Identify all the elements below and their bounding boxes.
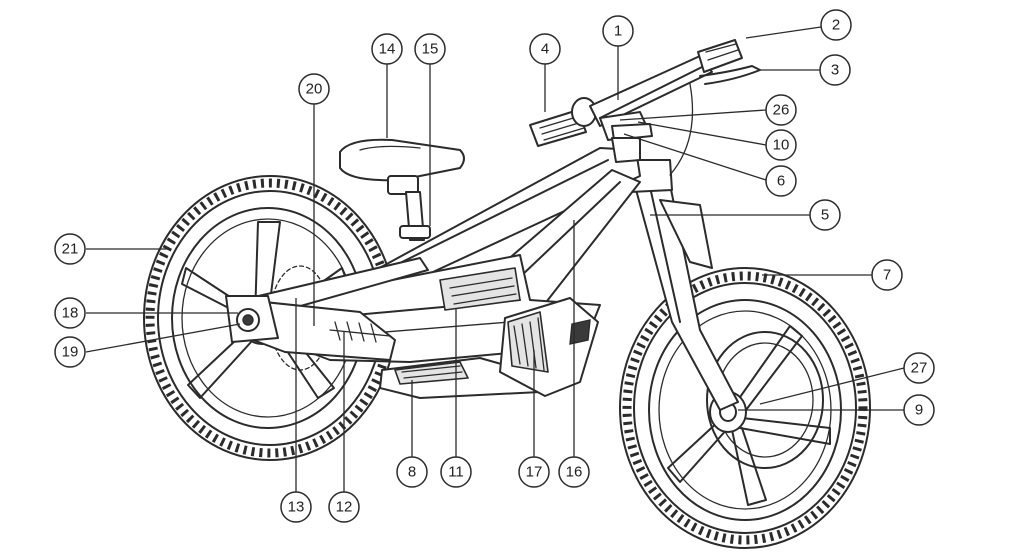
callout-label-6: 6 [777,173,785,190]
callout-5: 5 [809,199,841,231]
leader-lines [85,26,905,492]
leader-26 [619,109,767,121]
callout-label-13: 13 [288,499,305,516]
callout-27: 27 [903,352,935,384]
callout-21: 21 [54,233,86,265]
leader-27 [759,367,905,405]
callout-label-5: 5 [821,207,829,224]
callouts: 1 2 3 4 5 6 7 8 [54,9,935,523]
seat-assembly [339,138,465,241]
callout-label-11: 11 [448,464,464,481]
callout-label-3: 3 [831,62,839,79]
leader-6 [623,133,767,181]
callout-12: 12 [328,491,360,523]
handlebar-assembly [529,39,761,176]
callout-20: 20 [298,73,330,105]
callout-label-15: 15 [422,41,439,58]
leader-19 [85,323,241,353]
callout-label-9: 9 [915,402,923,419]
callout-26: 26 [765,94,797,126]
callout-label-7: 7 [883,267,891,284]
callout-1: 1 [602,15,634,47]
callout-14: 14 [371,33,403,65]
callout-label-26: 26 [773,102,790,119]
callout-2: 2 [820,9,852,41]
leader-10 [637,121,767,146]
leader-2 [745,26,822,39]
callout-label-17: 17 [526,464,543,481]
callout-label-20: 20 [306,81,323,98]
callout-9: 9 [903,394,935,426]
callout-8: 8 [396,456,428,488]
callout-label-1: 1 [614,23,622,40]
callout-label-8: 8 [408,464,416,481]
fork [627,159,739,411]
callout-10: 10 [765,129,797,161]
callout-17: 17 [518,456,550,488]
callout-18: 18 [54,297,86,329]
callout-label-18: 18 [62,305,79,322]
callout-7: 7 [871,259,903,291]
callout-15: 15 [414,33,446,65]
callout-label-2: 2 [832,17,840,34]
callout-13: 13 [280,491,312,523]
callout-label-19: 19 [62,344,79,361]
callout-label-27: 27 [911,360,928,377]
callout-label-4: 4 [541,41,549,58]
callout-19: 19 [54,336,86,368]
callout-4: 4 [529,33,561,65]
callout-label-16: 16 [566,464,583,481]
callout-11: 11 [440,456,472,488]
callout-6: 6 [765,165,797,197]
callout-3: 3 [819,54,851,86]
front-wheel [619,267,871,549]
callout-label-21: 21 [62,241,79,258]
callout-label-12: 12 [336,499,353,516]
callout-16: 16 [558,456,590,488]
callout-label-14: 14 [379,41,396,58]
callout-label-10: 10 [773,137,790,154]
